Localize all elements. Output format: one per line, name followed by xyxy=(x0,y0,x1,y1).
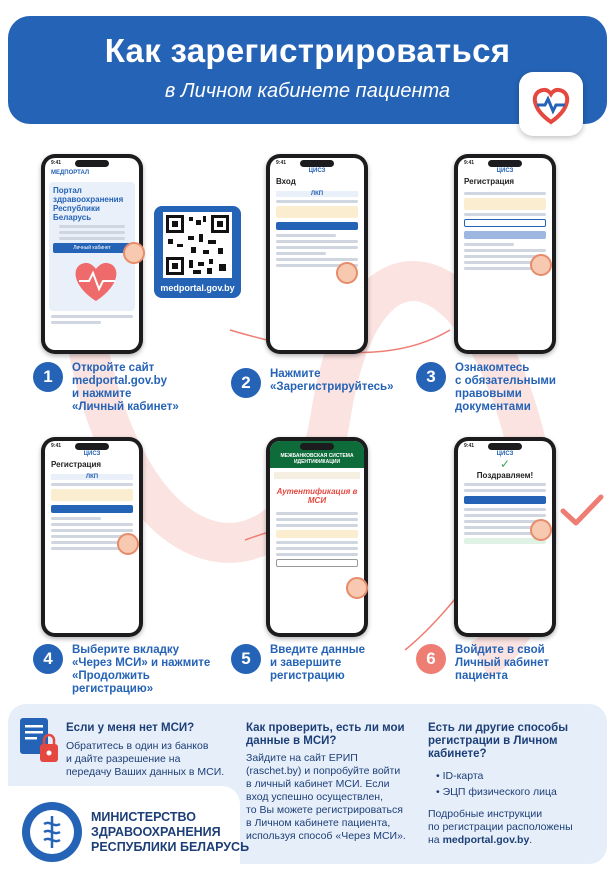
ministry-name: МИНИСТЕРСТВО ЗДРАВООХРАНЕНИЯ РЕСПУБЛИКИ … xyxy=(91,810,250,854)
step-text: Введите данные и завершите регистрацию xyxy=(270,644,366,682)
step-text: Нажмите «Зарегистрируйтесь» xyxy=(270,368,394,393)
cisz-brand: ЦИСЗ xyxy=(496,168,514,174)
step-number: 2 xyxy=(231,368,261,398)
tap-hand-icon xyxy=(117,533,139,555)
step-number: 4 xyxy=(33,644,63,674)
tap-hand-icon xyxy=(336,262,358,284)
phone-step-6: 9:41 ЦИСЗ ✓ Поздравляем! xyxy=(454,437,556,637)
option-eds: ЭЦП физического лица xyxy=(436,784,557,800)
check-icon: ✓ xyxy=(499,457,511,471)
lkp-tab: ЛКП xyxy=(51,474,133,480)
checkmark-icon xyxy=(560,494,604,526)
step-6: 6 Войдите в свой Личный кабинет пациента xyxy=(416,644,549,683)
portal-heading: Портал здравоохранения Республики Белару… xyxy=(53,186,124,222)
step-text: Ознакомтесь с обязательными правовыми до… xyxy=(455,362,556,413)
title-banner: Как зарегистрироваться в Личном кабинете… xyxy=(8,16,607,124)
login-heading: Вход xyxy=(276,177,296,186)
option-id-card: ID-карта xyxy=(436,768,557,784)
cisz-brand: ЦИСЗ xyxy=(83,451,101,457)
tap-hand-icon xyxy=(530,519,552,541)
step-text: Откройте сайт medportal.gov.by и нажмите… xyxy=(72,362,179,413)
step-4: 4 Выберите вкладку «Через МСИ» и нажмите… xyxy=(33,644,210,696)
step-5: 5 Введите данные и завершите регистрацию xyxy=(231,644,365,683)
heart-illustration-icon xyxy=(75,262,117,301)
tap-hand-icon xyxy=(123,242,145,264)
qr-code-card[interactable]: medportal.gov.by xyxy=(154,206,241,298)
no-msi-title: Если у меня нет МСИ? xyxy=(66,722,195,734)
step-number: 5 xyxy=(231,644,261,674)
step-text: Выберите вкладку «Через МСИ» и нажмите «… xyxy=(72,644,211,695)
step-1: 1 Откройте сайт medportal.gov.by и нажми… xyxy=(33,362,179,414)
document-lock-icon xyxy=(20,718,58,762)
step-number: 1 xyxy=(33,362,63,392)
phone-step-4: 9:41 ЦИСЗ Регистрация ЛКП xyxy=(41,437,143,637)
personal-account-button[interactable]: Личный кабинет xyxy=(53,243,131,253)
step-2: 2 Нажмите «Зарегистрируйтесь» xyxy=(231,368,393,398)
qr-link[interactable]: medportal.gov.by xyxy=(160,283,235,293)
phone-step-5: МЕЖБАНКОВСКАЯ СИСТЕМА ИДЕНТИФИКАЦИИ Ауте… xyxy=(266,437,368,637)
phone-step-1: 9:41 МЕДПОРТАЛ Портал здравоохранения Ре… xyxy=(41,154,145,354)
qr-code-icon xyxy=(163,212,232,278)
check-msi-body: Зайдите на сайт ЕРИП (raschet.by) и попр… xyxy=(246,752,406,842)
registration-heading: Регистрация xyxy=(464,177,515,186)
phone-step-3: 9:41 ЦИСЗ Регистрация xyxy=(454,154,556,354)
tap-hand-icon xyxy=(530,254,552,276)
step-number: 3 xyxy=(416,362,446,392)
page-title: Как зарегистрироваться xyxy=(104,32,511,69)
registration-heading: Регистрация xyxy=(51,460,102,469)
page-subtitle: в Личном кабинете пациента xyxy=(164,80,451,102)
congrats-heading: Поздравляем! xyxy=(476,471,534,480)
phone-step-2: 9:41 ЦИСЗ Вход ЛКП xyxy=(266,154,368,354)
other-methods-list: ID-карта ЭЦП физического лица xyxy=(436,768,557,800)
instructions-text: Подробные инструкции по регистрации расп… xyxy=(428,808,573,846)
step-number: 6 xyxy=(416,644,446,674)
cisz-brand: ЦИСЗ xyxy=(496,451,514,457)
other-methods-title: Есть ли другие способы регистрации в Лич… xyxy=(428,722,569,760)
medportal-brand: МЕДПОРТАЛ xyxy=(51,170,90,176)
cisz-brand: ЦИСЗ xyxy=(308,168,326,174)
heart-logo-icon xyxy=(519,72,583,136)
instructions-body: Подробные инструкции по регистрации расп… xyxy=(428,808,573,846)
check-msi-title: Как проверить, есть ли мои данные в МСИ? xyxy=(246,722,405,747)
no-msi-body: Обратитесь в один из банков и дайте разр… xyxy=(66,740,225,778)
lkp-tab: ЛКП xyxy=(276,191,358,197)
msi-auth-heading: Аутентификация в МСИ xyxy=(276,487,358,505)
medportal-link[interactable]: medportal.gov.by xyxy=(442,834,530,846)
tap-hand-icon xyxy=(346,577,368,599)
step-text: Войдите в свой Личный кабинет пациента xyxy=(455,644,549,682)
ministry-emblem-icon xyxy=(22,802,82,862)
step-3: 3 Ознакомтесь с обязательными правовыми … xyxy=(416,362,556,414)
